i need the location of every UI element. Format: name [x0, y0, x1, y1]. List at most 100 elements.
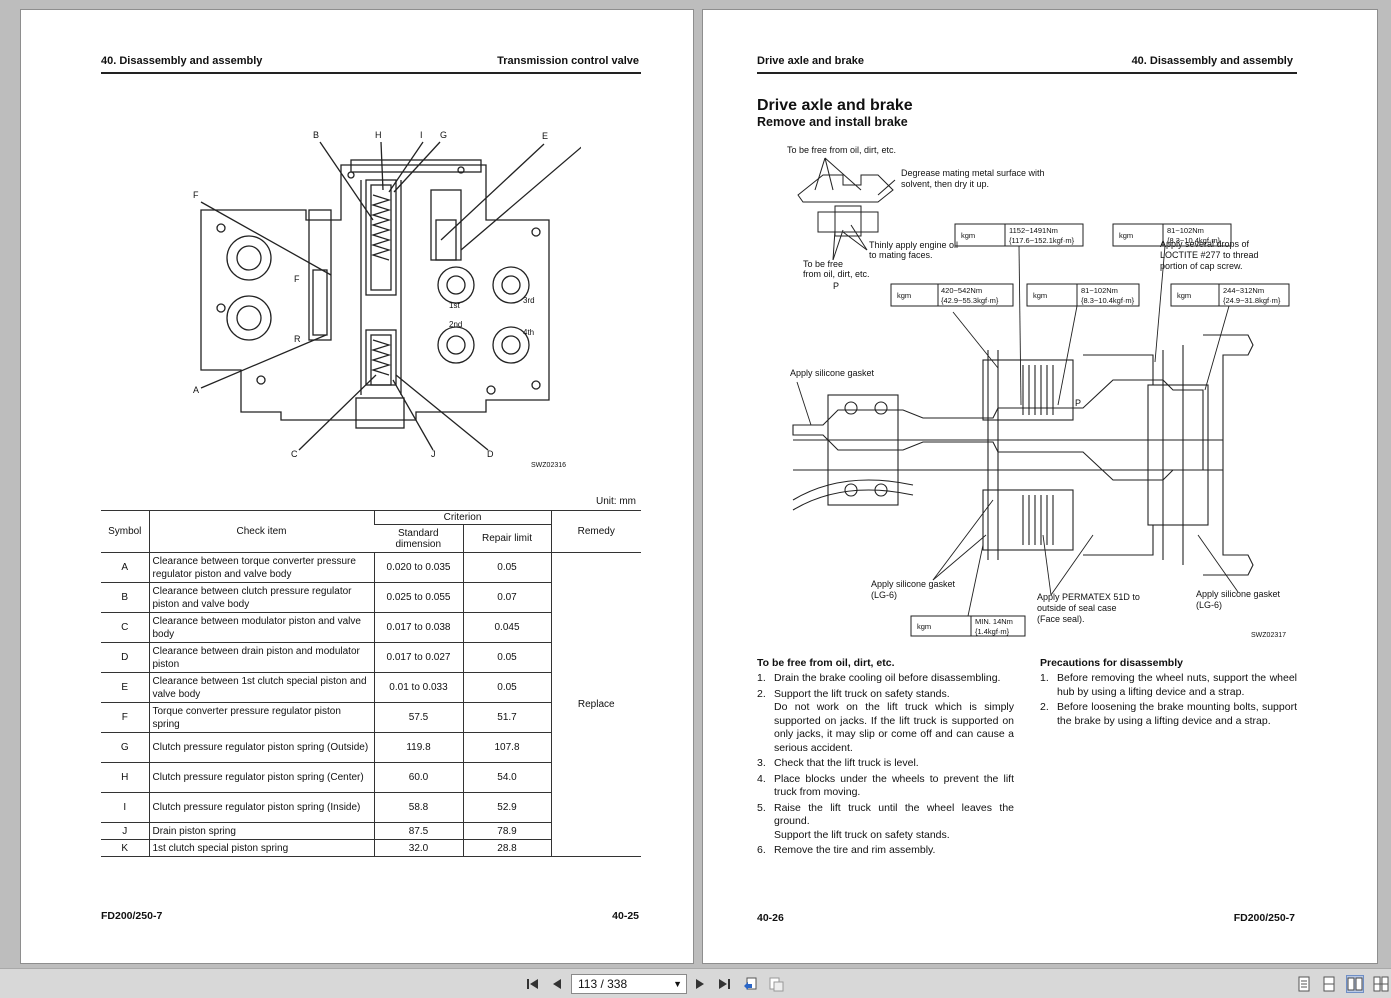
footer-left-r: 40-26: [757, 912, 784, 924]
torque-box-3: [890, 283, 1014, 307]
step-number: 5.: [757, 801, 766, 814]
note-degrease-1: Degrease mating metal surface with: [901, 168, 1045, 178]
cell-repair: 0.05: [462, 642, 551, 673]
torque-4-a: 81~102Nm: [1081, 286, 1118, 295]
th-remedy: Remedy: [550, 510, 641, 553]
callout-f: F: [193, 190, 199, 200]
step-number: 3.: [757, 757, 766, 769]
step-number: 2.: [1040, 701, 1049, 713]
list-item: 2.Support the lift truck on safety stand…: [757, 688, 1014, 756]
note-degrease-2: solvent, then dry it up.: [901, 179, 989, 189]
callout-h: H: [375, 130, 382, 140]
torque-1-a: 1152~1491Nm: [1009, 226, 1058, 235]
note-permatex-1: Apply PERMATEX 51D to: [1037, 592, 1140, 602]
cell-symbol: K: [101, 839, 149, 857]
first-page-icon[interactable]: [524, 975, 542, 993]
cell-standard: 0.025 to 0.055: [373, 582, 463, 613]
cell-check-item: Clearance between drain piston and modul…: [148, 642, 374, 673]
callout-d: D: [487, 449, 494, 459]
cell-check-item: Torque converter pressure regulator pist…: [148, 702, 374, 733]
cell-repair: 54.0: [462, 762, 551, 793]
step-text: Check that the lift truck is level.: [774, 757, 919, 769]
step-text: Drain the brake cooling oil before disas…: [774, 672, 1001, 684]
cell-symbol: B: [101, 582, 149, 613]
footer-right: 40-25: [612, 910, 639, 922]
note-loctite-3: portion of cap screw.: [1160, 261, 1243, 271]
note-thinly-1: Thinly apply engine oil: [869, 240, 958, 250]
torque-box-4: [1026, 283, 1140, 307]
cell-standard: 60.0: [373, 762, 463, 793]
footer-right-r: FD200/250-7: [1233, 912, 1295, 924]
section1-steps: 1. Drain the brake cooling oil before dis…: [757, 672, 1014, 860]
cell-check-item: 1st clutch special piston spring: [148, 839, 374, 857]
cell-symbol: I: [101, 792, 149, 823]
torque-3-a: 420~542Nm: [941, 286, 982, 295]
page-number-select[interactable]: 113 / 338 ▼: [571, 974, 687, 994]
cell-check-item: Clutch pressure regulator piston spring …: [148, 732, 374, 763]
figure-code-left: SWZ02316: [531, 462, 566, 469]
note-thinly-2: to mating faces.: [869, 250, 933, 260]
cell-check-item: Clutch pressure regulator piston spring …: [148, 762, 374, 793]
next-page-icon[interactable]: [691, 975, 709, 993]
cell-repair: 78.9: [462, 822, 551, 840]
wrench-icon-2: kgm: [1119, 231, 1133, 240]
go-back-icon[interactable]: [741, 975, 759, 993]
cell-check-item: Clearance between modulator piston and v…: [148, 612, 374, 643]
cell-symbol: G: [101, 732, 149, 763]
two-page-continuous-icon[interactable]: [1372, 975, 1390, 993]
cell-repair: 51.7: [462, 702, 551, 733]
continuous-view-icon[interactable]: [1320, 975, 1338, 993]
header-left-r: Drive axle and brake: [757, 55, 865, 67]
cell-standard: 119.8: [373, 732, 463, 763]
label-r: R: [294, 334, 301, 344]
brake-diagram: To be free from oil, dirt, etc. Degrease…: [787, 145, 1290, 639]
header-rule-r: [757, 72, 1297, 74]
callout-e: E: [542, 131, 548, 141]
list-item: 4.Place blocks under the wheels to preve…: [757, 773, 1014, 800]
figure-code-right: SWZ02317: [1251, 632, 1286, 639]
note-free-2: from oil, dirt, etc.: [803, 269, 870, 279]
cell-repair: 52.9: [462, 792, 551, 823]
list-item: 3. Check that the lift truck is level.: [757, 757, 1014, 771]
cell-repair: 0.05: [462, 552, 551, 583]
two-page-view-icon[interactable]: [1346, 975, 1364, 993]
note-clean-top: To be free from oil, dirt, etc.: [787, 145, 896, 155]
cell-standard: 32.0: [373, 839, 463, 857]
cell-repair: 0.07: [462, 582, 551, 613]
cell-standard: 87.5: [373, 822, 463, 840]
torque-2-a: 81~102Nm: [1167, 226, 1204, 235]
footer-left: FD200/250-7: [101, 910, 163, 922]
label-p: P: [833, 281, 839, 291]
wrench-icon-5: kgm: [1177, 291, 1191, 300]
previous-page-icon[interactable]: [548, 975, 566, 993]
th-symbol: Symbol: [101, 510, 149, 553]
torque-5-b: {24.9~31.8kgf·m}: [1223, 296, 1281, 305]
callout-j: J: [431, 449, 436, 459]
cell-standard: 58.8: [373, 792, 463, 823]
callout-i: I: [420, 130, 423, 140]
single-page-view-icon[interactable]: [1295, 975, 1313, 993]
cell-symbol: E: [101, 672, 149, 703]
cell-standard: 0.017 to 0.038: [373, 612, 463, 643]
wrench-icon-6: kgm: [917, 622, 931, 631]
last-page-icon[interactable]: [715, 975, 733, 993]
step-text: Before removing the wheel nuts, support …: [1057, 672, 1297, 698]
step-number: 1.: [757, 672, 766, 684]
label-f: F: [294, 274, 300, 284]
cell-symbol: C: [101, 612, 149, 643]
callout-c: C: [291, 449, 298, 459]
cell-check-item: Clearance between torque converter press…: [148, 552, 374, 583]
chevron-down-icon: ▼: [673, 979, 682, 989]
cell-remedy: Replace: [550, 552, 641, 857]
callout-b: B: [313, 130, 319, 140]
torque-2-b: {8.3~10.4kgf·m}: [1167, 236, 1221, 245]
step-extra: Support the lift truck on safety stands.: [774, 828, 950, 841]
list-item: 1. Drain the brake cooling oil before dis…: [757, 672, 1014, 686]
torque-box-2: [1112, 223, 1232, 247]
go-forward-icon[interactable]: [767, 975, 785, 993]
